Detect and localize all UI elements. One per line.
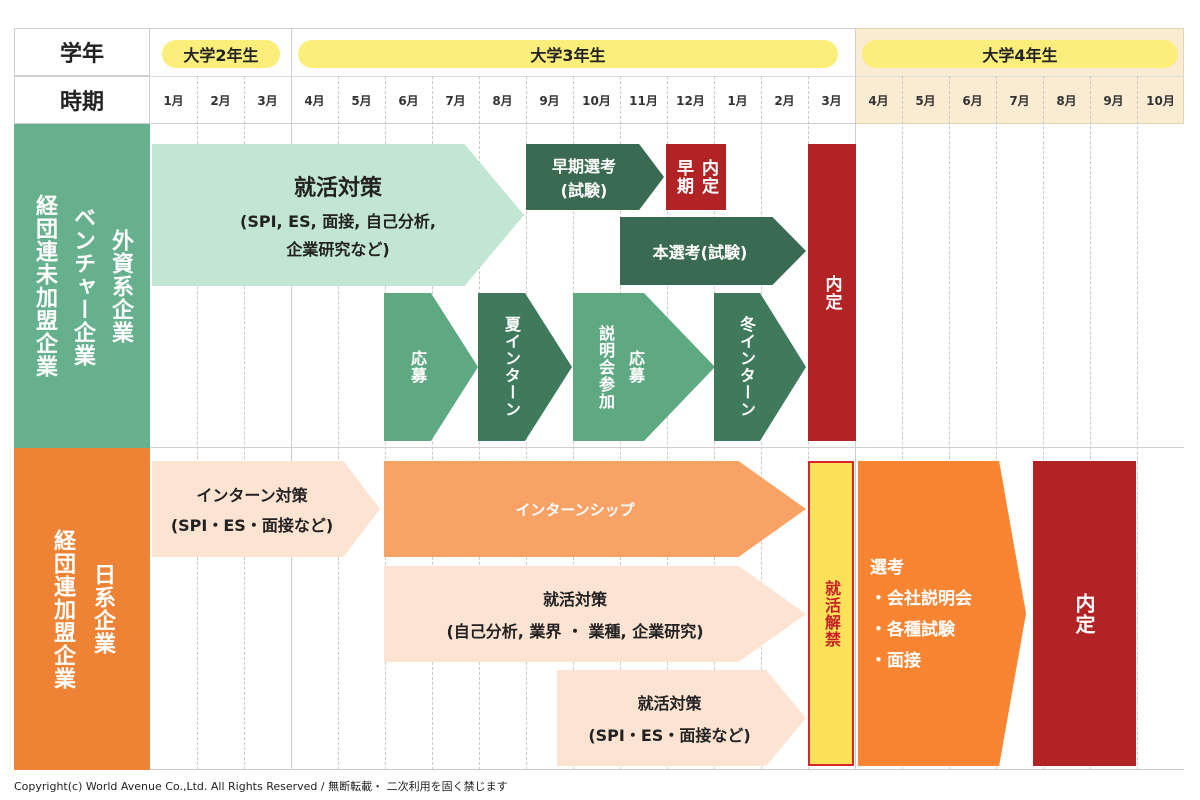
- grid-line: [197, 76, 198, 770]
- grid-line: [1090, 76, 1091, 770]
- grid-line: [291, 28, 292, 770]
- label-keidanren-member: 経団連加盟企業: [50, 528, 75, 690]
- month-label: 4月: [304, 93, 325, 108]
- grid-line: [667, 76, 668, 770]
- job-prep-line1: (SPI, ES, 面接, 自己分析,: [240, 212, 436, 231]
- intern-prep-line1: インターン対策: [196, 486, 308, 505]
- month-label: 1月: [727, 93, 748, 108]
- month-label: 7月: [1009, 93, 1030, 108]
- month-label: 10月: [582, 93, 611, 108]
- month-label: 10月: [1146, 93, 1175, 108]
- month-label: 9月: [539, 93, 560, 108]
- apply2-text: 応募: [626, 350, 645, 384]
- job-prep1-title: 就活対策: [542, 590, 607, 609]
- selection-item-interview: ・面接: [870, 651, 921, 671]
- apply1-text: 応募: [408, 350, 427, 384]
- main-selection-arrow: 本選考(試験): [620, 217, 806, 285]
- job-prep1-line: (自己分析, 業界 ・ 業種, 企業研究): [446, 622, 704, 641]
- month-label: 9月: [1103, 93, 1124, 108]
- internship-arrow: インターンシップ: [384, 461, 806, 557]
- early-offer-box: 早期 内定: [666, 144, 726, 210]
- selection-title: 選考: [870, 558, 904, 578]
- month-label: 5月: [915, 93, 936, 108]
- month-label: 4月: [868, 93, 889, 108]
- year-pill-3: 大学3年生: [298, 40, 838, 68]
- month-label: 6月: [398, 93, 419, 108]
- early-offer-line1: 早期: [673, 159, 693, 195]
- job-prep-arrow: 就活対策 (SPI, ES, 面接, 自己分析, 企業研究など): [152, 144, 524, 286]
- month-label: 11月: [629, 93, 658, 108]
- summer-intern-text: 夏インターン: [502, 316, 521, 418]
- month-label: 5月: [351, 93, 372, 108]
- section-japan-label: 経団連加盟企業 日系企業: [14, 448, 150, 770]
- grid-line: [902, 76, 903, 770]
- period-header-text: 時期: [59, 90, 104, 115]
- year-pill-4: 大学4年生: [862, 40, 1178, 68]
- section-foreign-bg: [150, 124, 1184, 448]
- grid-line: [1043, 76, 1044, 770]
- grid-line: [1137, 76, 1138, 770]
- section-japan-bg: [150, 448, 1184, 770]
- early-selection-line1: 早期選考: [551, 157, 616, 176]
- year-header-text: 学年: [59, 42, 104, 67]
- label-keidanren-non-member: 経団連未加盟企業: [32, 194, 57, 378]
- month-label: 3月: [257, 93, 278, 108]
- month-label: 3月: [821, 93, 842, 108]
- main-selection-text: 本選考(試験): [652, 243, 748, 262]
- month-label: 2月: [210, 93, 231, 108]
- foreign-offer-text: 内定: [821, 274, 842, 311]
- grid-line: [996, 76, 997, 770]
- section-foreign-label: 経団連未加盟企業 ベンチャー企業 外資系企業: [14, 124, 150, 448]
- period-header-label: 時期: [14, 76, 150, 124]
- year-pill-4-text: 大学4年生: [982, 46, 1058, 65]
- job-prep2-arrow: 就活対策 (SPI・ES・面接など): [557, 670, 806, 766]
- month-label: 12月: [676, 93, 705, 108]
- month-label: 1月: [163, 93, 184, 108]
- early-selection-line2: (試験): [560, 181, 608, 200]
- copyright-text: Copyright(c) World Avenue Co.,Ltd. All R…: [14, 780, 508, 793]
- japan-offer-text: 内定: [1072, 592, 1096, 635]
- month-label: 8月: [1056, 93, 1077, 108]
- grid-line: [949, 76, 950, 770]
- intern-prep-arrow: インターン対策 (SPI・ES・面接など): [152, 461, 380, 557]
- month-label: 8月: [492, 93, 513, 108]
- month-label: 2月: [774, 93, 795, 108]
- foreign-offer-box: 内定: [808, 144, 856, 441]
- year-pill-2: 大学2年生: [162, 40, 280, 68]
- month-label: 7月: [445, 93, 466, 108]
- winter-intern-text: 冬インターン: [737, 316, 756, 418]
- year-pill-3-text: 大学3年生: [530, 46, 606, 65]
- selection-arrow: 選考 ・会社説明会 ・各種試験 ・面接: [858, 461, 1026, 766]
- year-pill-2-text: 大学2年生: [183, 46, 259, 65]
- job-prep1-arrow: 就活対策 (自己分析, 業界 ・ 業種, 企業研究): [384, 566, 806, 662]
- label-japanese: 日系企業: [90, 563, 115, 655]
- early-offer-line2: 内定: [698, 159, 718, 195]
- job-prep-line2: 企業研究など): [286, 240, 390, 259]
- intern-prep-line2: (SPI・ES・面接など): [170, 516, 334, 535]
- job-hunting-lifted-text: 就活解禁: [822, 579, 841, 648]
- job-hunting-lifted-box: 就活解禁: [808, 461, 854, 766]
- grid-line: [244, 76, 245, 770]
- copyright-footer: Copyright(c) World Avenue Co.,Ltd. All R…: [14, 778, 1014, 794]
- selection-item-company-briefing: ・会社説明会: [870, 589, 972, 609]
- early-selection-arrow: 早期選考 (試験): [526, 144, 664, 210]
- year-header-label: 学年: [14, 28, 150, 76]
- label-foreign: 外資系企業: [108, 228, 133, 344]
- grid-line: [338, 76, 339, 770]
- selection-item-exams: ・各種試験: [870, 620, 955, 640]
- job-prep2-title: 就活対策: [637, 694, 702, 713]
- japan-offer-box: 内定: [1033, 461, 1136, 766]
- job-prep2-line: (SPI・ES・面接など): [588, 726, 751, 745]
- info-session-text: 説明会参加: [596, 324, 615, 410]
- month-label: 6月: [962, 93, 983, 108]
- label-venture: ベンチャー企業: [70, 205, 95, 367]
- internship-text: インターンシップ: [515, 500, 635, 519]
- job-prep-title: 就活対策: [293, 176, 382, 201]
